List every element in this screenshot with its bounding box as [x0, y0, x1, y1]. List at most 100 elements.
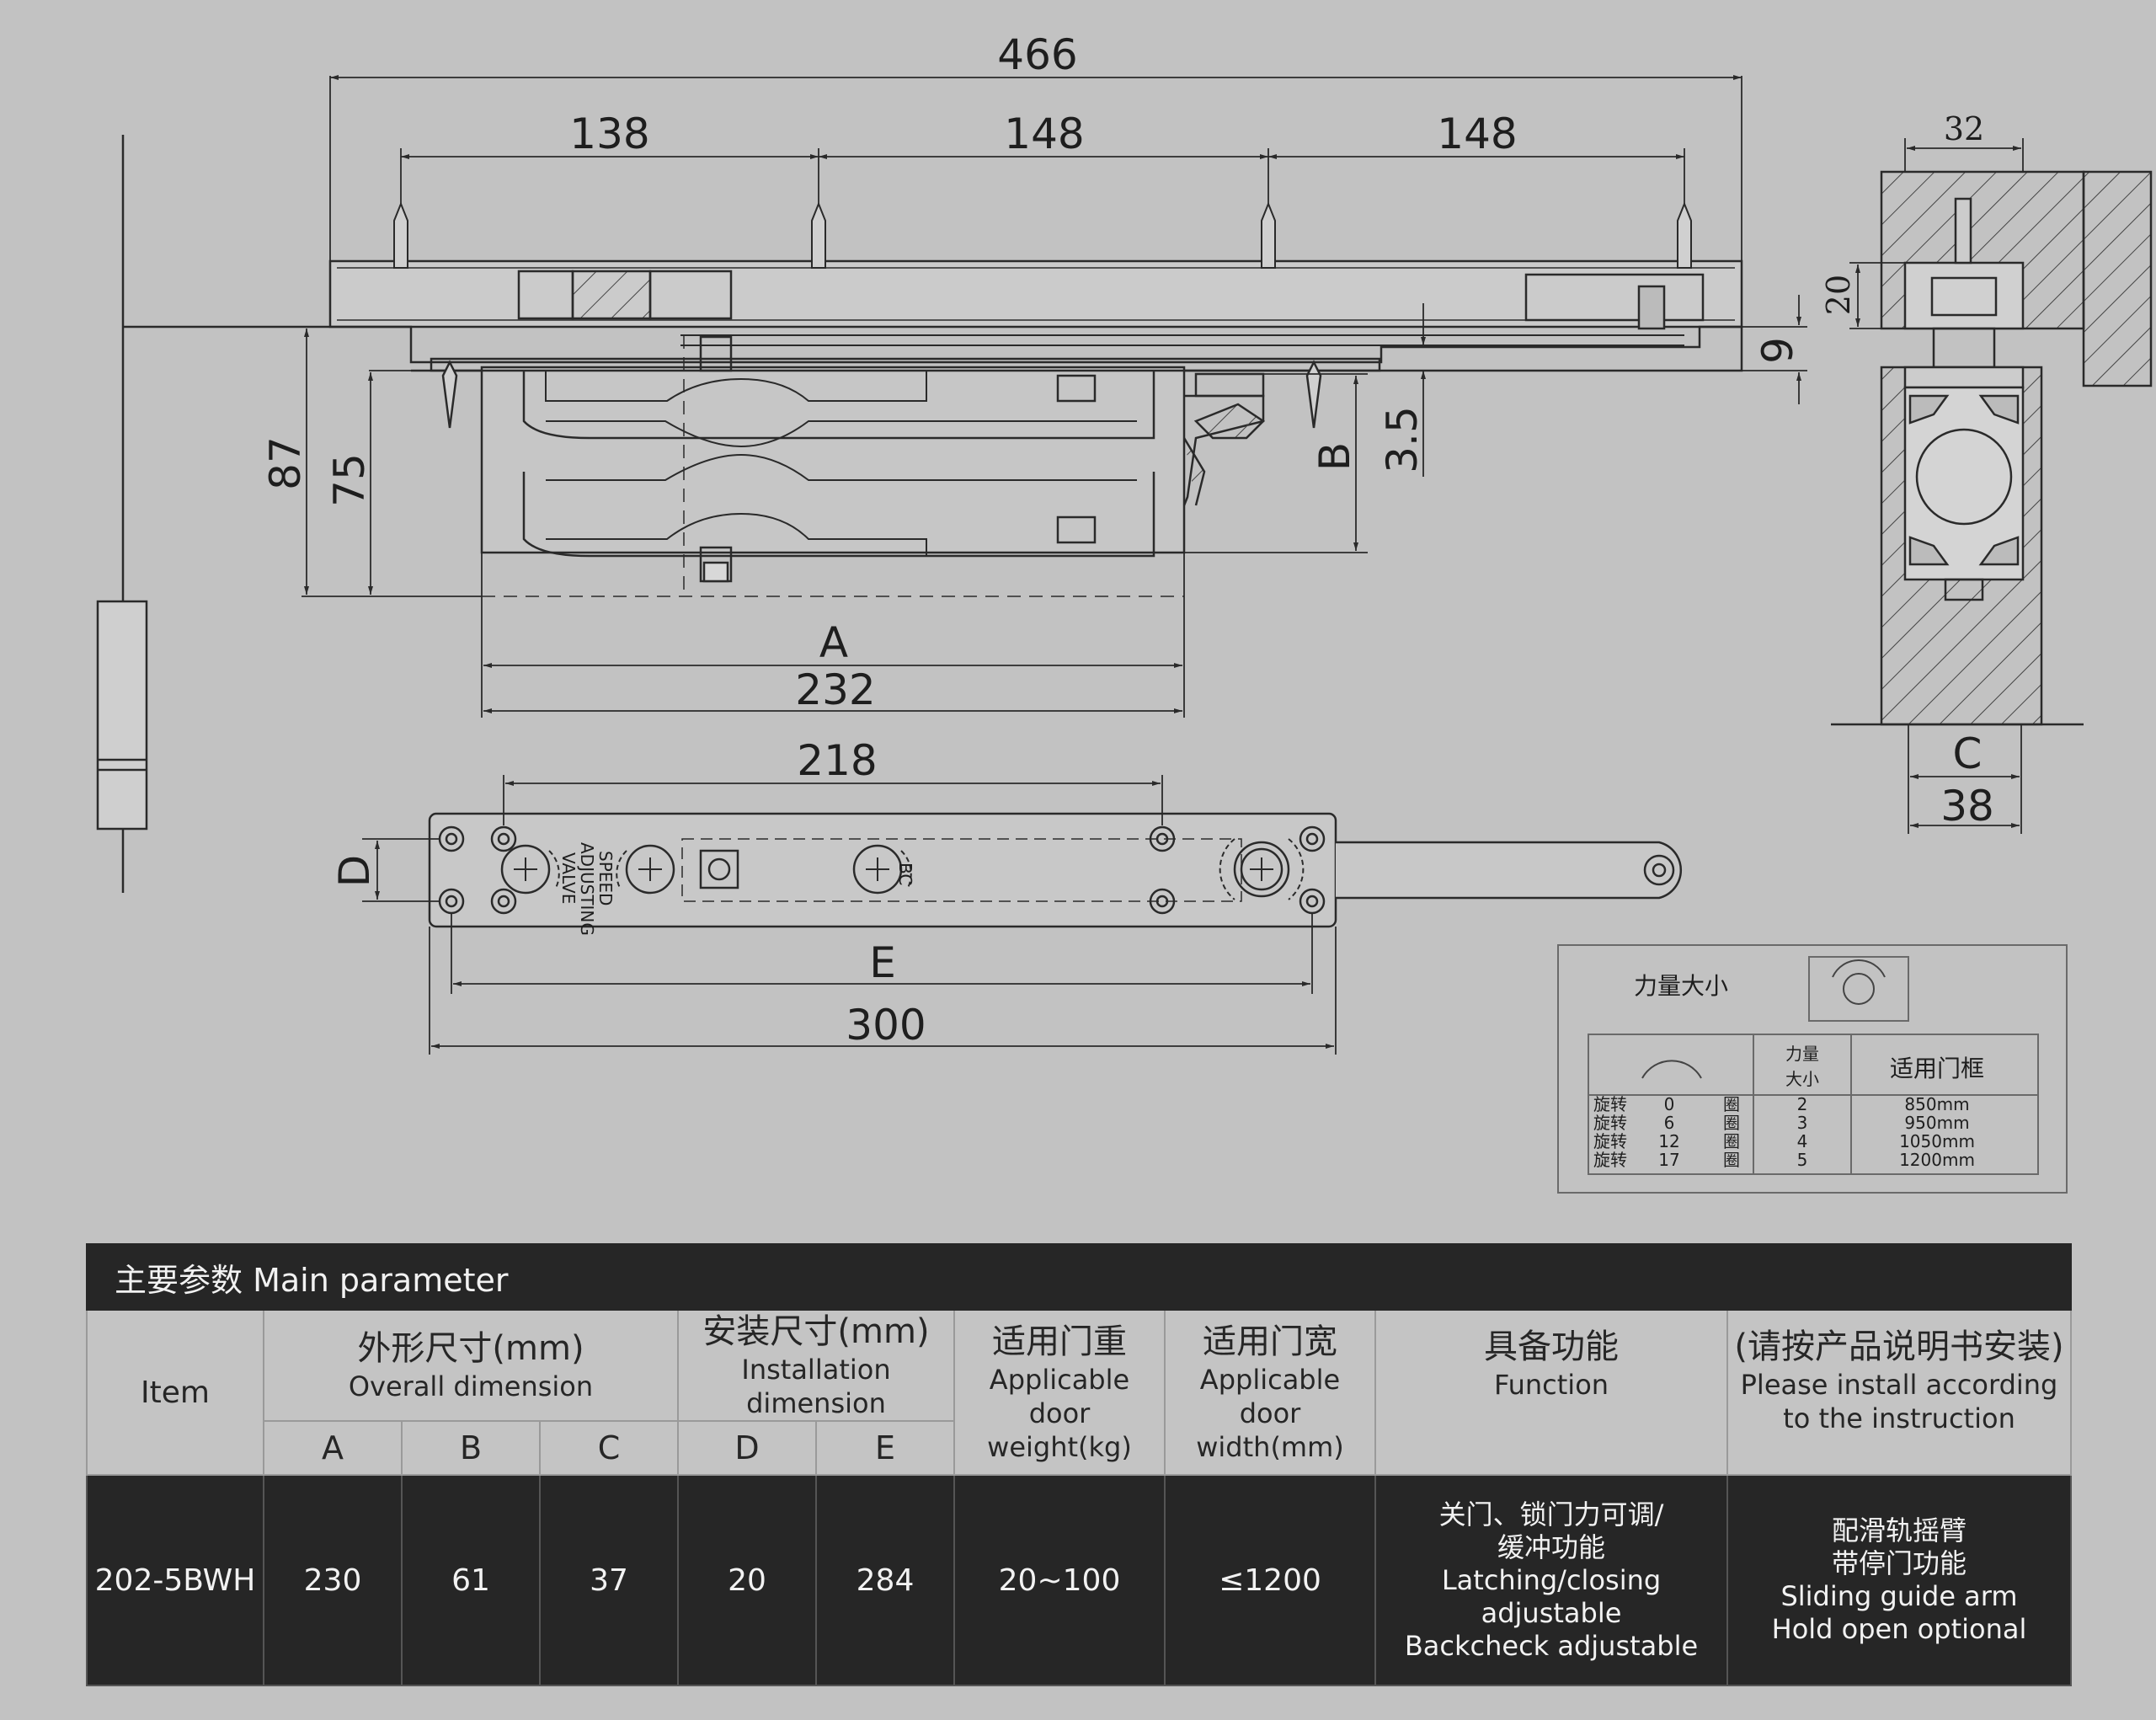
- weight-header: 适用门重 Applicable door weight(kg): [953, 1309, 1166, 1476]
- dim-466: 466: [997, 30, 1077, 79]
- row-frame: 1200mm: [1899, 1150, 1975, 1170]
- dim-87: 87: [261, 436, 310, 490]
- overall-en: Overall dimension: [348, 1370, 594, 1402]
- main-parameter-table: 主要参数 Main parameter Item 外形尺寸(mm) Overal…: [86, 1243, 2072, 1686]
- col-b: B: [401, 1420, 541, 1476]
- dim-20: 20: [1820, 275, 1857, 315]
- model-cell: 202-5BWH: [86, 1474, 264, 1686]
- row-unit: 圈: [1723, 1094, 1740, 1114]
- note-en-2: to the instruction: [1783, 1402, 2015, 1434]
- dim-letter-e: E: [869, 938, 896, 987]
- width-header: 适用门宽 Applicable door width(mm): [1164, 1309, 1376, 1476]
- function-en: Function: [1493, 1369, 1609, 1401]
- dim-148-a: 148: [1004, 110, 1084, 158]
- value-d: 20: [677, 1474, 817, 1686]
- dim-letter-a: A: [819, 618, 848, 667]
- extra-line: Hold open optional: [1771, 1613, 2027, 1645]
- weight-en-1: Applicable door: [989, 1364, 1130, 1429]
- function-line: adjustable: [1481, 1596, 1622, 1629]
- row-force: 2: [1797, 1094, 1808, 1114]
- dim-letter-c: C: [1953, 729, 1983, 778]
- width-value: ≤1200: [1164, 1474, 1376, 1686]
- bc-label: BC: [895, 863, 915, 885]
- function-value: 关门、锁门力可调/ 缓冲功能 Latching/closing adjustab…: [1374, 1474, 1728, 1686]
- frame-col: 适用门框: [1890, 1055, 1984, 1082]
- dim-300: 300: [846, 1001, 926, 1050]
- mounting-plate: [362, 775, 1682, 1055]
- width-en-1: Applicable door: [1199, 1364, 1341, 1429]
- dim-32: 32: [1944, 110, 1984, 147]
- dim-9: 9: [1753, 337, 1802, 364]
- row-frame: 1050mm: [1899, 1131, 1975, 1151]
- install-zh: 安装尺寸(mm): [702, 1312, 930, 1351]
- force-title: 力量大小: [1634, 972, 1728, 1000]
- front-dimensions: [302, 75, 1807, 718]
- dim-138: 138: [569, 110, 649, 158]
- side-view: [1831, 138, 2153, 834]
- overall-header: 外形尺寸(mm) Overall dimension: [263, 1309, 679, 1422]
- row-rot: 旋转: [1593, 1113, 1627, 1133]
- row-frame: 850mm: [1904, 1094, 1969, 1114]
- force-box-text: 力量大小 力量 大小 适用门框 旋转 0 圈 2 850mm 旋转 6 圈 3 …: [1593, 972, 1984, 1170]
- row-turns: 17: [1658, 1150, 1679, 1170]
- weight-value: 20~100: [953, 1474, 1166, 1686]
- row-frame: 950mm: [1904, 1113, 1969, 1133]
- plate-labels: SPEED ADJUSTING VALVE BC 218 D E 300: [330, 736, 926, 1050]
- force-col-1: 力量: [1785, 1044, 1819, 1064]
- front-view: [96, 135, 1743, 893]
- row-turns: 0: [1664, 1094, 1675, 1114]
- overall-zh: 外形尺寸(mm): [357, 1329, 584, 1368]
- col-a: A: [263, 1420, 403, 1476]
- value-b: 61: [401, 1474, 541, 1686]
- extra-line: Sliding guide arm: [1780, 1580, 2018, 1612]
- table-title: 主要参数 Main parameter: [86, 1243, 2072, 1311]
- install-header: 安装尺寸(mm) Installation dimension: [677, 1309, 955, 1422]
- row-rot: 旋转: [1593, 1150, 1627, 1170]
- dim-38: 38: [1940, 782, 1994, 831]
- valve-label: VALVE: [558, 852, 579, 904]
- row-force: 5: [1797, 1150, 1808, 1170]
- weight-en-2: weight(kg): [987, 1431, 1132, 1463]
- row-turns: 6: [1664, 1113, 1675, 1133]
- row-unit: 圈: [1723, 1113, 1740, 1133]
- force-col-2: 大小: [1785, 1069, 1819, 1089]
- adjusting-label: ADJUSTING: [577, 842, 597, 936]
- force-box: [1557, 944, 2068, 1194]
- value-a: 230: [263, 1474, 403, 1686]
- row-unit: 圈: [1723, 1150, 1740, 1170]
- extra-line: 配滑轨摇臂: [1831, 1514, 1967, 1546]
- dim-148-b: 148: [1437, 110, 1517, 158]
- extra-line: 带停门功能: [1831, 1547, 1967, 1579]
- function-line: 关门、锁门力可调/: [1438, 1498, 1664, 1530]
- function-line: Latching/closing: [1441, 1563, 1662, 1596]
- dim-letter-d: D: [330, 855, 379, 888]
- function-line: 缓冲功能: [1497, 1530, 1605, 1563]
- side-dimension-labels: 32 20 C 38: [1820, 110, 1994, 831]
- row-turns: 12: [1658, 1131, 1679, 1151]
- technical-drawing: 466 138 148 148 87 75 B 3.5 9 A 232: [96, 30, 2153, 1194]
- row-rot: 旋转: [1593, 1131, 1627, 1151]
- note-en-1: Please install according: [1740, 1369, 2058, 1401]
- function-header: 具备功能 Function: [1374, 1309, 1728, 1476]
- col-e: E: [815, 1420, 955, 1476]
- weight-zh: 适用门重: [992, 1322, 1127, 1361]
- value-e: 284: [815, 1474, 955, 1686]
- width-zh: 适用门宽: [1203, 1322, 1337, 1361]
- front-dimension-labels: 466 138 148 148 87 75 B 3.5 9 A 232: [261, 30, 1802, 714]
- value-c: 37: [539, 1474, 679, 1686]
- dim-letter-b: B: [1310, 442, 1359, 471]
- col-c: C: [539, 1420, 679, 1476]
- row-unit: 圈: [1723, 1131, 1740, 1151]
- item-header: Item: [86, 1309, 264, 1476]
- row-force: 3: [1797, 1113, 1808, 1133]
- dim-3-5: 3.5: [1378, 406, 1427, 473]
- extra-value: 配滑轨摇臂 带停门功能 Sliding guide arm Hold open …: [1726, 1474, 2072, 1686]
- dim-232: 232: [795, 665, 875, 714]
- row-force: 4: [1797, 1131, 1808, 1151]
- row-rot: 旋转: [1593, 1094, 1627, 1114]
- install-en: Installation dimension: [741, 1354, 891, 1419]
- col-d: D: [677, 1420, 817, 1476]
- function-line: Backcheck adjustable: [1404, 1629, 1699, 1662]
- dim-218: 218: [797, 736, 877, 785]
- dim-75: 75: [325, 453, 374, 507]
